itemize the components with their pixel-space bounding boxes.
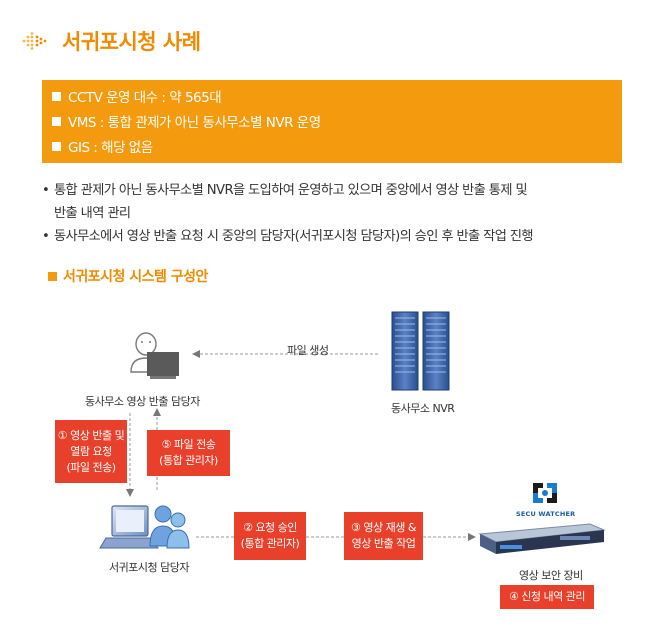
- step-3-box: ③ 영상 재생 & 영상 반출 작업: [344, 512, 423, 560]
- step-5-box: ⑤ 파일 전송 (통합 관리자): [147, 430, 230, 476]
- dong-staff-icon: [130, 332, 179, 379]
- device-label: 영상 보안 장비: [519, 569, 583, 582]
- info-line-cctv: CCTV 운영 대수 : 약 565대: [52, 85, 222, 107]
- info-line-gis: GIS : 해당 없음: [52, 135, 153, 157]
- step-1-box: ① 영상 반출 및 열람 요청 (파일 전송): [55, 420, 127, 483]
- title-row: 서귀포시청 사례: [22, 24, 201, 58]
- nvr-label: 동사무소 NVR: [391, 402, 455, 415]
- arrow-request-down: [126, 413, 134, 497]
- info-box: CCTV 운영 대수 : 약 565대 VMS : 통합 관제가 아닌 동사무소…: [42, 80, 622, 163]
- dots-chevron-icon: [22, 32, 47, 50]
- subtitle: 서귀포시청 시스템 구성안: [48, 266, 208, 286]
- city-staff-label: 서귀포시청 담당자: [109, 561, 189, 574]
- bullet-1-line2: 반출 내역 관리: [54, 206, 131, 221]
- square-bullet-icon: [52, 91, 61, 101]
- arrow-file-create: [192, 350, 378, 358]
- secu-watcher-logo: [531, 481, 559, 505]
- bullet-2-line1: •동사무소에서 영상 반출 요청 시 중앙의 담당자(서귀포시청 담당자)의 승…: [42, 229, 534, 244]
- bullet-1-line1: •통합 관제가 아닌 동사무소별 NVR을 도입하여 운영하고 있으며 중앙에서…: [42, 183, 528, 198]
- arrow-to-device: [423, 533, 476, 541]
- city-staff-icon: [99, 505, 190, 549]
- step-4-box: ④ 신청 내역 관리: [500, 585, 594, 609]
- info-line-vms: VMS : 통합 관제가 아닌 동사무소별 NVR 운영: [52, 110, 321, 132]
- step-2-box: ② 요청 승인 (통합 관리자): [234, 512, 306, 560]
- square-bullet-icon: [52, 141, 61, 151]
- dong-staff-label: 동사무소 영상 반출 담당자: [85, 395, 200, 408]
- square-bullet-icon: [52, 116, 61, 126]
- file-create-label: 파일 생성: [287, 344, 329, 357]
- logo-text: SECU WATCHER: [516, 510, 576, 518]
- nvr-server-icon: [391, 311, 450, 391]
- security-device-icon: [478, 523, 606, 554]
- square-bullet-icon: [48, 271, 57, 281]
- page-title: 서귀포시청 사례: [62, 30, 201, 54]
